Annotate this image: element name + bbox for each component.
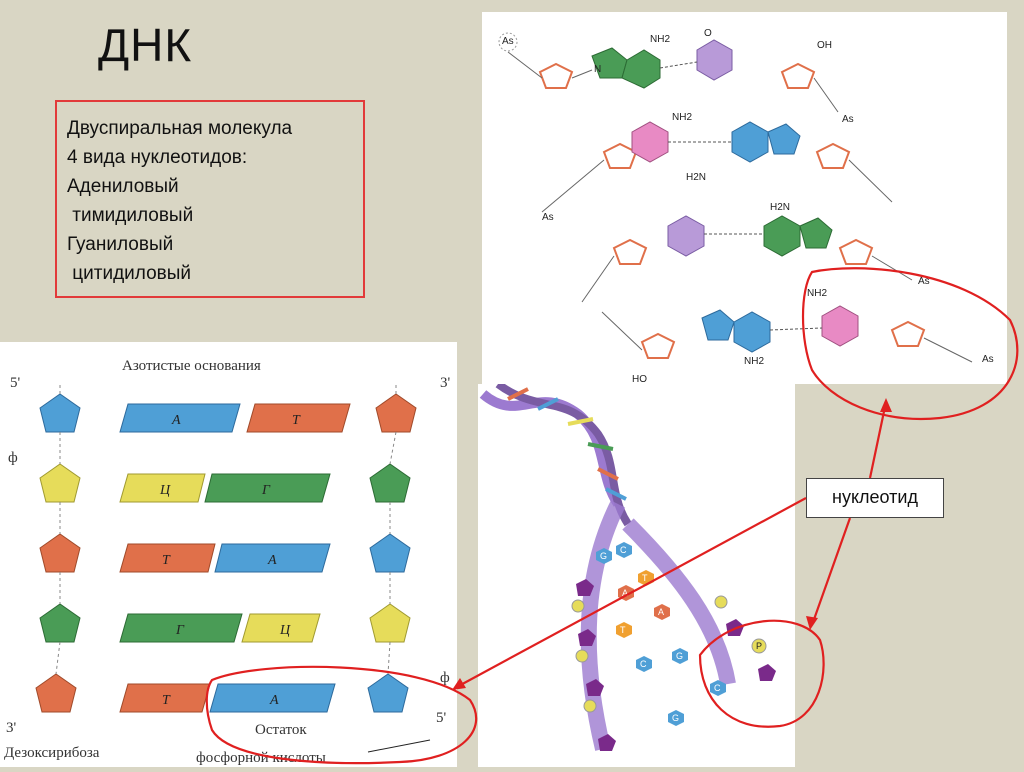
svg-text:Т: Т <box>292 413 301 428</box>
svg-text:NH2: NH2 <box>744 356 764 367</box>
svg-text:As: As <box>502 36 514 47</box>
svg-text:G: G <box>672 713 679 723</box>
info-line-4: тимидиловый <box>67 205 194 226</box>
svg-text:H2N: H2N <box>686 172 706 183</box>
base-pairs-panel: Азотистые основания 5' 3' 3' 5' ф ф А Т … <box>0 342 457 767</box>
info-line-6: цитидиловый <box>67 263 192 284</box>
arrow-to-helix <box>810 517 852 626</box>
chem-row-2: NH2 H2N As <box>602 112 854 183</box>
slide-title: ДНК <box>98 19 193 71</box>
arrow-to-chem <box>868 401 888 479</box>
svg-text:P: P <box>756 641 762 651</box>
base-pair-row-4: Г Ц <box>39 603 411 643</box>
svg-text:ф: ф <box>8 450 18 466</box>
svg-text:G: G <box>676 651 683 661</box>
svg-text:A: A <box>622 588 628 598</box>
info-line-3: Адениловый <box>67 176 179 197</box>
svg-text:А: А <box>171 413 181 428</box>
svg-text:As: As <box>842 114 854 125</box>
svg-text:O: O <box>704 28 712 39</box>
svg-text:As: As <box>542 212 554 223</box>
svg-text:Г: Г <box>261 483 271 498</box>
base-pair-row-3: Т А <box>39 533 411 573</box>
svg-text:OH: OH <box>817 40 832 51</box>
svg-text:5': 5' <box>10 375 21 391</box>
svg-text:Т: Т <box>162 553 171 568</box>
chem-row-3: H2N As As <box>542 202 930 287</box>
svg-text:A: A <box>658 607 664 617</box>
svg-text:3': 3' <box>6 720 17 736</box>
svg-text:NH2: NH2 <box>807 288 827 299</box>
svg-text:А: А <box>269 693 279 708</box>
dna-helix-panel: P G C A T T A C G C G <box>478 380 795 767</box>
svg-text:C: C <box>620 545 627 555</box>
info-line-5: Гуаниловый <box>67 234 174 255</box>
svg-text:T: T <box>642 573 648 583</box>
info-box: Двуспиральная молекула 4 вида нуклеотидо… <box>55 100 365 298</box>
svg-text:As: As <box>982 354 994 365</box>
chem-row-4: NH2 NH2 HO As <box>632 288 994 385</box>
svg-text:А: А <box>267 553 277 568</box>
svg-text:Т: Т <box>162 693 171 708</box>
svg-text:Ц: Ц <box>279 623 291 638</box>
svg-text:ф: ф <box>440 670 450 686</box>
svg-text:C: C <box>714 683 721 693</box>
helix-rungs <box>507 387 627 501</box>
svg-text:3': 3' <box>440 375 451 391</box>
base-pair-row-1: А Т <box>39 393 417 433</box>
phosphate-label-1: Остаток <box>255 722 307 738</box>
svg-text:C: C <box>640 659 647 669</box>
info-line-2: 4 вида нуклеотидов: <box>67 147 248 168</box>
sugar-label: Дезоксирибоза <box>4 745 100 761</box>
base-pair-row-5: Т А <box>35 673 409 713</box>
svg-text:NH2: NH2 <box>672 112 692 123</box>
svg-text:N: N <box>594 64 601 75</box>
chemical-structure-panel: As NH2 O OH N NH2 H2N As <box>482 12 1007 385</box>
svg-text:HO: HO <box>632 374 647 384</box>
phosphate-label-2: фосфорной кислоты <box>196 750 326 766</box>
svg-text:NH2: NH2 <box>650 34 670 45</box>
info-line-1: Двуспиральная молекула <box>67 118 293 139</box>
dna-helix-diagram: P G C A T T A C G C G <box>479 380 776 751</box>
svg-text:T: T <box>620 625 626 635</box>
chem-row-1: As NH2 O OH N <box>498 28 832 89</box>
svg-text:As: As <box>918 276 930 287</box>
base-pairs-diagram: Азотистые основания 5' 3' 3' 5' ф ф А Т … <box>4 358 451 766</box>
svg-text:Г: Г <box>175 623 185 638</box>
svg-text:5': 5' <box>436 710 447 726</box>
svg-text:G: G <box>600 551 607 561</box>
chemical-structure-diagram: As NH2 O OH N NH2 H2N As <box>498 28 994 385</box>
bases-header: Азотистые основания <box>122 358 261 374</box>
svg-text:Ц: Ц <box>159 483 171 498</box>
nucleotide-callout: нуклеотид <box>806 478 944 518</box>
base-pair-row-2: Ц Г <box>39 463 411 503</box>
svg-text:H2N: H2N <box>770 202 790 213</box>
